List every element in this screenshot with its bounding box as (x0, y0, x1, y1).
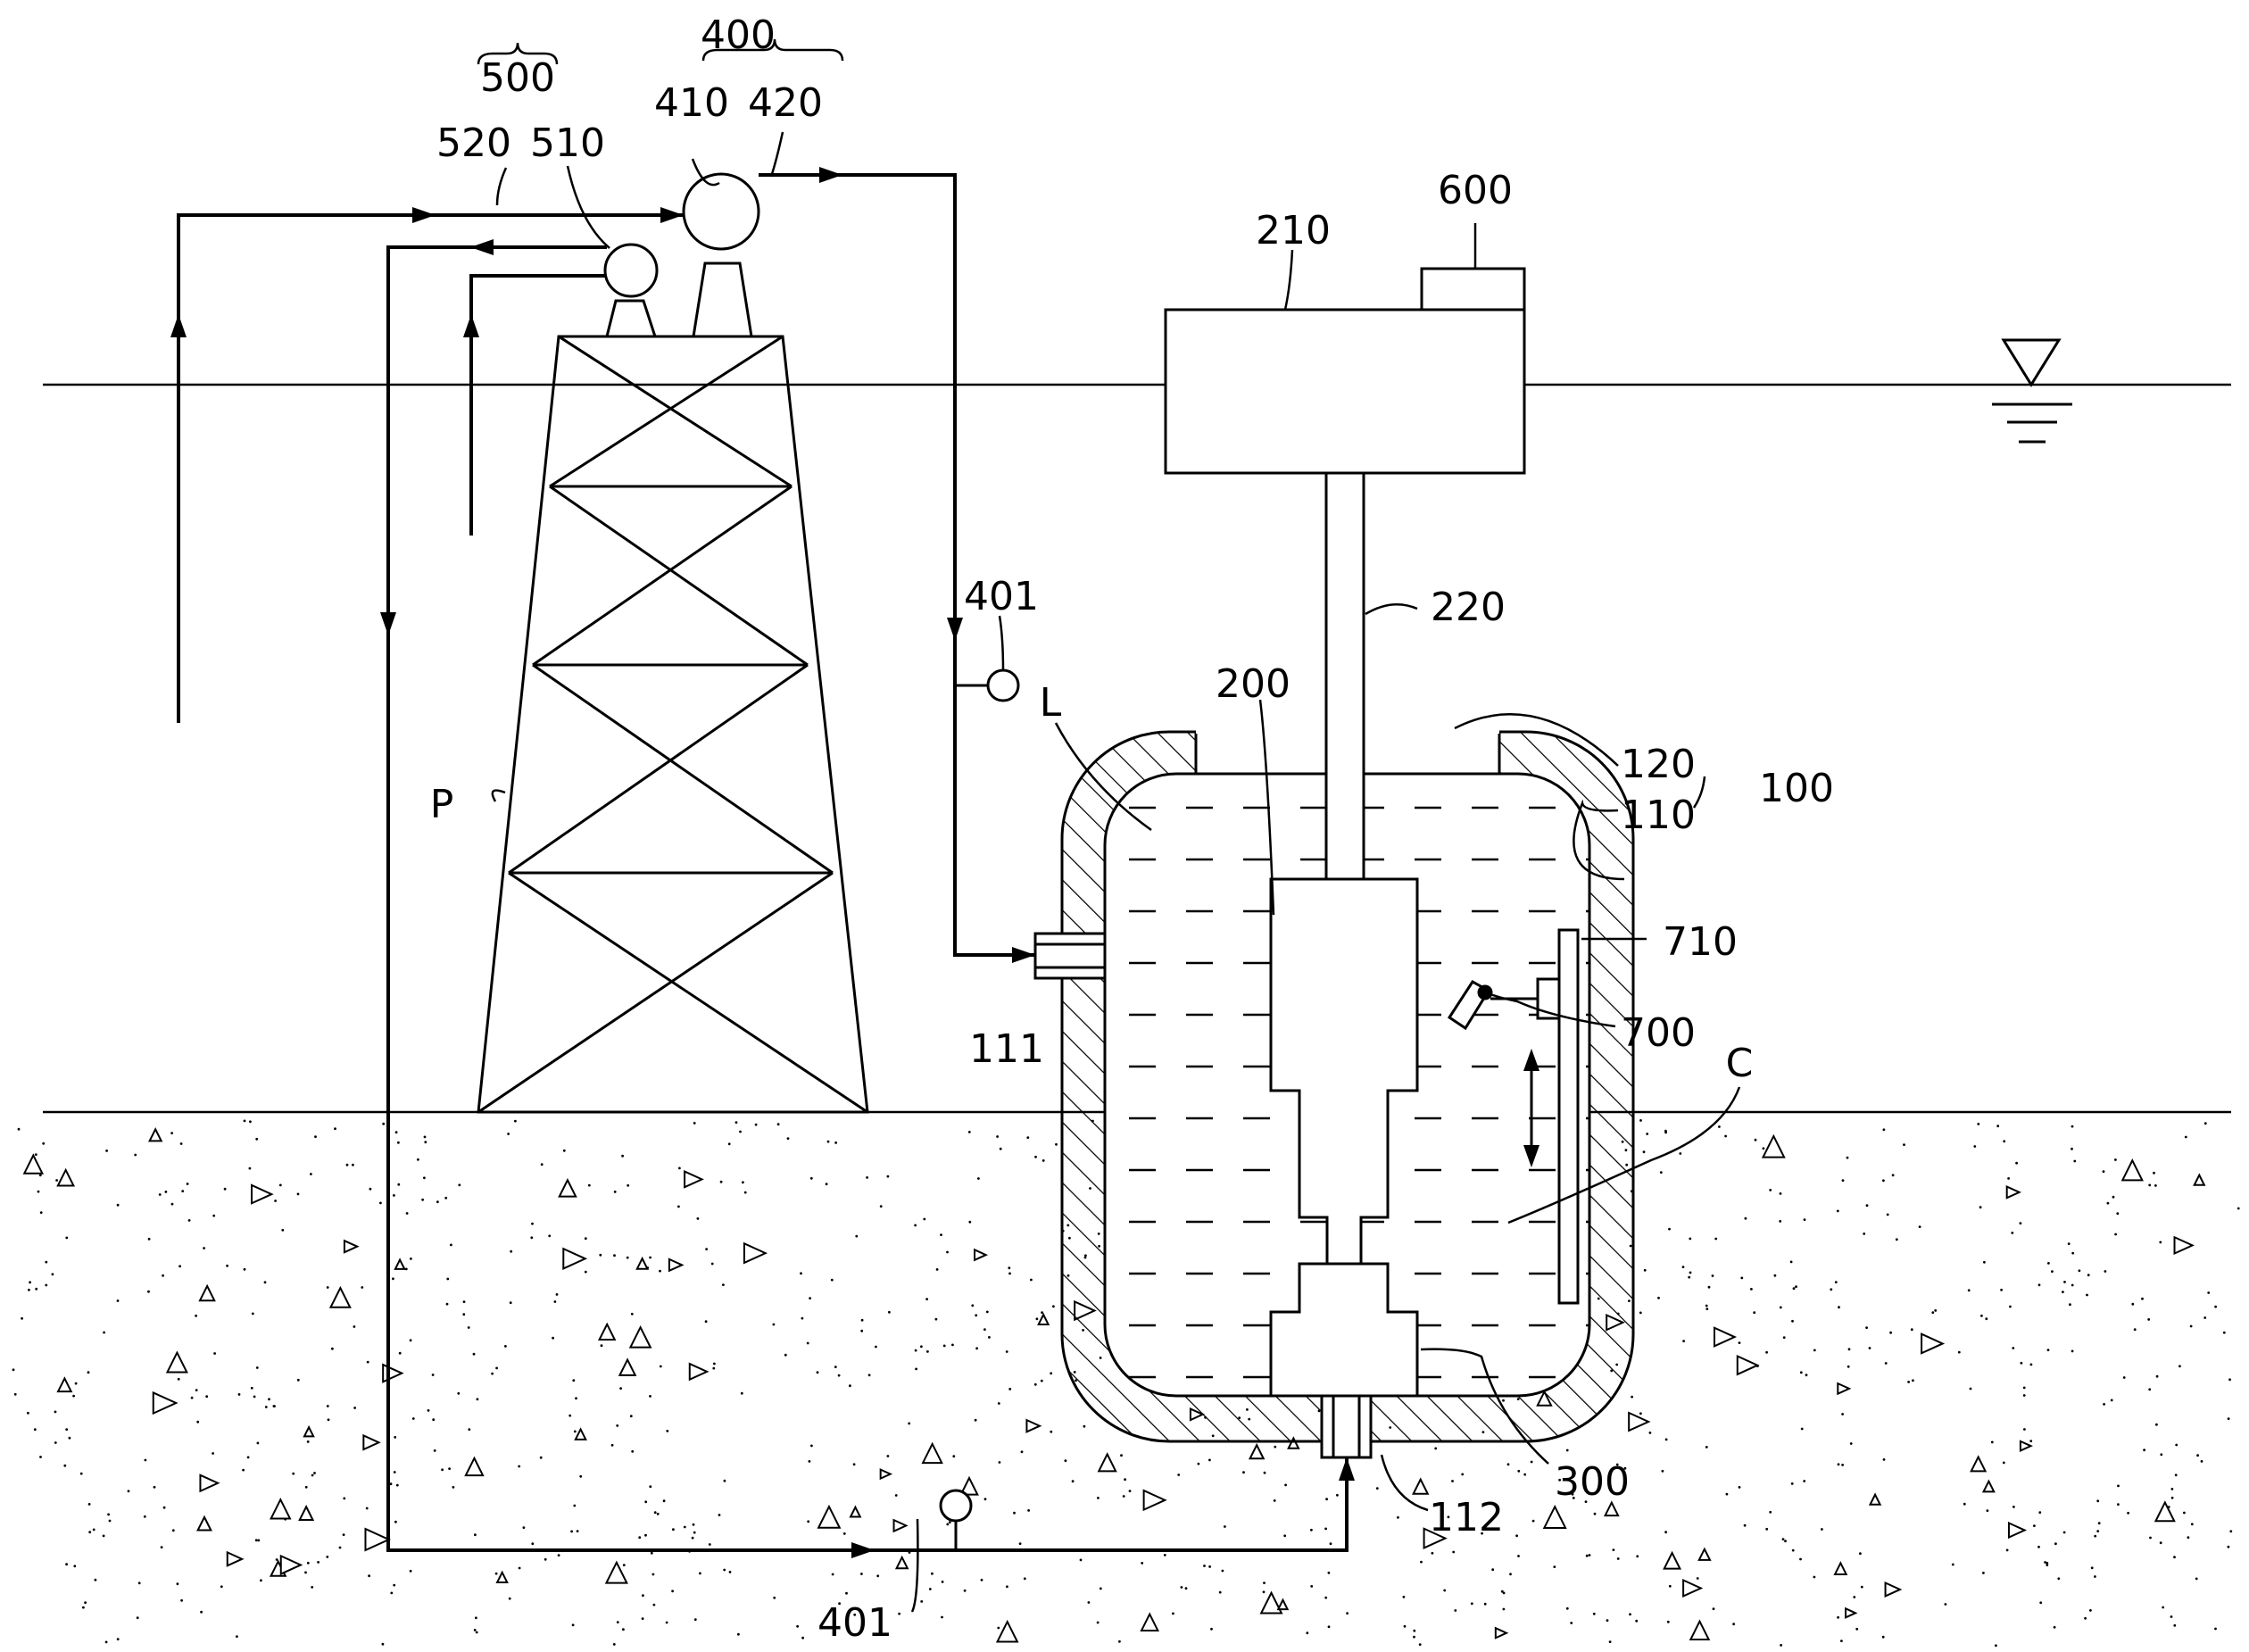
label-120: 120 (1621, 742, 1696, 787)
inlet-nozzle-111 (1035, 934, 1105, 978)
label-510: 510 (530, 120, 605, 166)
label-L: L (1040, 680, 1062, 726)
water-level-symbol (1992, 340, 2072, 442)
sensor-401-lower (941, 1490, 971, 1550)
label-500: 500 (480, 55, 555, 101)
label-400: 400 (701, 12, 776, 58)
label-220: 220 (1431, 585, 1506, 630)
label-112: 112 (1429, 1495, 1504, 1540)
shaft-220 (1326, 473, 1364, 879)
pump-410 (684, 174, 759, 336)
label-200: 200 (1216, 661, 1290, 707)
label-401-upper: 401 (964, 574, 1039, 619)
label-420: 420 (748, 80, 823, 126)
floating-body-210 (1166, 310, 1524, 473)
platform-tower (478, 336, 867, 1112)
label-410: 410 (654, 80, 729, 126)
label-300: 300 (1555, 1459, 1630, 1505)
label-700: 700 (1621, 1010, 1696, 1056)
guide-rail-710 (1559, 930, 1578, 1303)
label-100: 100 (1759, 766, 1834, 811)
label-210: 210 (1256, 208, 1331, 253)
control-unit-600 (1422, 269, 1524, 310)
label-C: C (1726, 1041, 1754, 1086)
label-401-lower: 401 (817, 1600, 892, 1646)
sensor-401-upper (955, 670, 1018, 701)
label-710: 710 (1663, 919, 1738, 965)
label-520: 520 (436, 120, 511, 166)
bottom-nozzle-112 (1322, 1396, 1371, 1457)
label-111: 111 (969, 1026, 1044, 1072)
label-P: P (430, 782, 454, 827)
pump-510 (605, 245, 657, 336)
label-600: 600 (1438, 168, 1513, 213)
label-110: 110 (1621, 793, 1696, 838)
